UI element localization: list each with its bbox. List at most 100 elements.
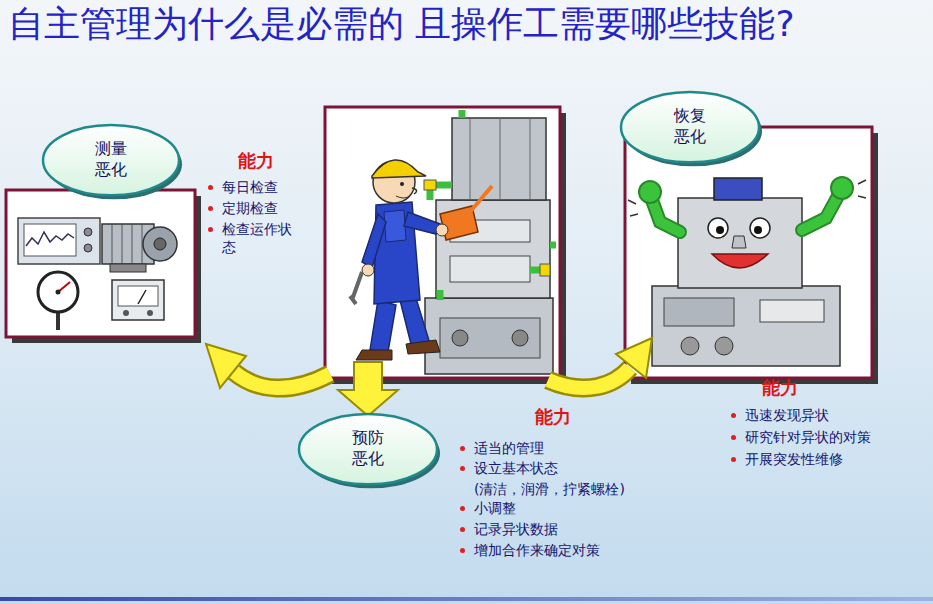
ability-item: (清洁，润滑，拧紧螺栓) [474, 480, 625, 498]
ellipse-label: 恢复 恶化 [672, 106, 707, 148]
robot-machine-drawing [628, 177, 866, 366]
robot-machine-drawing-part [712, 254, 768, 268]
robot-machine-drawing-part [714, 178, 762, 200]
ability-heading: 能力 [238, 149, 274, 172]
worker-drawing-part [412, 188, 417, 194]
bottom-bar [0, 597, 933, 601]
machine-drawing-part [437, 290, 444, 300]
machine-drawing-part [500, 118, 501, 200]
meter-icon [112, 280, 164, 320]
bullet-dot [208, 227, 213, 232]
restore-panel [625, 127, 878, 384]
ability-item: 研究针对异状的对策 [745, 428, 871, 446]
machine-drawing-part [540, 264, 550, 276]
robot-machine-drawing-part [708, 218, 728, 238]
bullet-dot [208, 206, 213, 211]
worker-drawing-part [400, 298, 430, 348]
robot-machine-drawing-part [716, 226, 724, 234]
motor-icon-part [132, 224, 133, 264]
flow-arrow-left-part [234, 372, 330, 388]
motor-icon-part [143, 227, 177, 261]
worker-drawing-part [362, 214, 386, 268]
machine-drawing-part [470, 118, 471, 200]
robot-machine-drawing-part [678, 198, 802, 288]
robot-machine-drawing-part [831, 177, 853, 199]
bullet-dot [460, 506, 465, 511]
robot-machine-drawing-part [715, 337, 733, 355]
worker-drawing-part [384, 210, 406, 242]
robot-machine-drawing-part [652, 286, 840, 366]
prevent-panel-part [325, 107, 560, 378]
worker-drawing-part [396, 196, 410, 198]
machine-drawing-part [450, 256, 530, 282]
worker-drawing-part [404, 212, 440, 234]
flow-arrow-left-part [234, 372, 330, 388]
prevent-panel [325, 107, 566, 384]
stage-ellipse: 预防 恶化 [297, 412, 439, 486]
machine-drawing-part [459, 110, 466, 118]
worker-drawing-part [436, 224, 448, 236]
flow-arrow-left-part [206, 344, 246, 388]
meter-icon-part [118, 286, 158, 306]
ability-item: 增加合作来确定对策 [474, 541, 600, 559]
flow-arrow-right-part [548, 368, 630, 388]
motor-icon [102, 224, 177, 272]
worker-drawing-part [362, 264, 374, 276]
flow-arrow-down [338, 362, 398, 416]
flow-arrow-left [206, 344, 330, 388]
worker-drawing-part [470, 186, 492, 212]
gauge-icon-part [56, 312, 60, 330]
gauge-icon-part [56, 290, 61, 295]
robot-machine-drawing-part [681, 337, 699, 355]
worker-drawing-part [372, 160, 426, 178]
machine-drawing-part [550, 242, 556, 249]
machine-drawing-part [424, 180, 436, 190]
robot-machine-drawing-part [802, 196, 838, 230]
worker-drawing-part [400, 182, 404, 186]
monitor-icon-part [18, 218, 100, 264]
machine-drawing-part [425, 298, 553, 374]
robot-machine-drawing-part [639, 181, 661, 203]
bullet-dot [460, 527, 465, 532]
machine-drawing-part [436, 200, 550, 298]
ellipse-shape [299, 414, 437, 484]
ability-item: 设立基本状态 [474, 459, 558, 477]
machine-drawing-part [452, 330, 468, 346]
measure-panel [6, 190, 201, 343]
bullet-dot [731, 435, 736, 440]
meter-icon-part [112, 280, 164, 320]
worker-drawing-part [350, 272, 362, 304]
ability-item: 检查运作状 态 [222, 220, 304, 256]
motor-icon-part [112, 224, 113, 264]
gauge-icon-part [38, 272, 78, 312]
bullet-dot [460, 466, 465, 471]
robot-machine-drawing-part [750, 218, 770, 238]
flow-arrow-right-part [616, 338, 652, 378]
meter-icon-part [123, 310, 129, 316]
monitor-icon-part [84, 228, 92, 236]
machine-drawing-part [440, 318, 540, 358]
ellipse-shape [621, 92, 759, 162]
robot-machine-drawing-part [664, 298, 734, 326]
ability-item: 每日检查 [222, 178, 278, 196]
ellipse-label: 预防 恶化 [350, 428, 385, 470]
ellipse-label: 测量 恶化 [93, 139, 128, 181]
page-title: 自主管理为什么是必需的 且操作工需要哪些技能? [8, 2, 795, 45]
ability-item: 迅速发现异状 [745, 406, 829, 424]
monitor-icon-part [24, 224, 76, 256]
monitor-icon-part [84, 244, 92, 252]
motor-icon-part [122, 224, 123, 264]
ability-item: 定期检查 [222, 199, 278, 217]
motor-icon-part [154, 238, 166, 250]
bullet-dot [208, 185, 213, 190]
worker-drawing-part [406, 340, 440, 354]
worker-drawing-part [370, 300, 396, 352]
bullet-dot [731, 413, 736, 418]
robot-machine-drawing-part [754, 226, 762, 234]
meter-icon-part [147, 310, 153, 316]
robot-machine-drawing-part [732, 236, 746, 248]
robot-machine-drawing-part [802, 196, 838, 230]
ability-heading: 能力 [535, 405, 571, 428]
restore-panel-part [625, 127, 872, 378]
